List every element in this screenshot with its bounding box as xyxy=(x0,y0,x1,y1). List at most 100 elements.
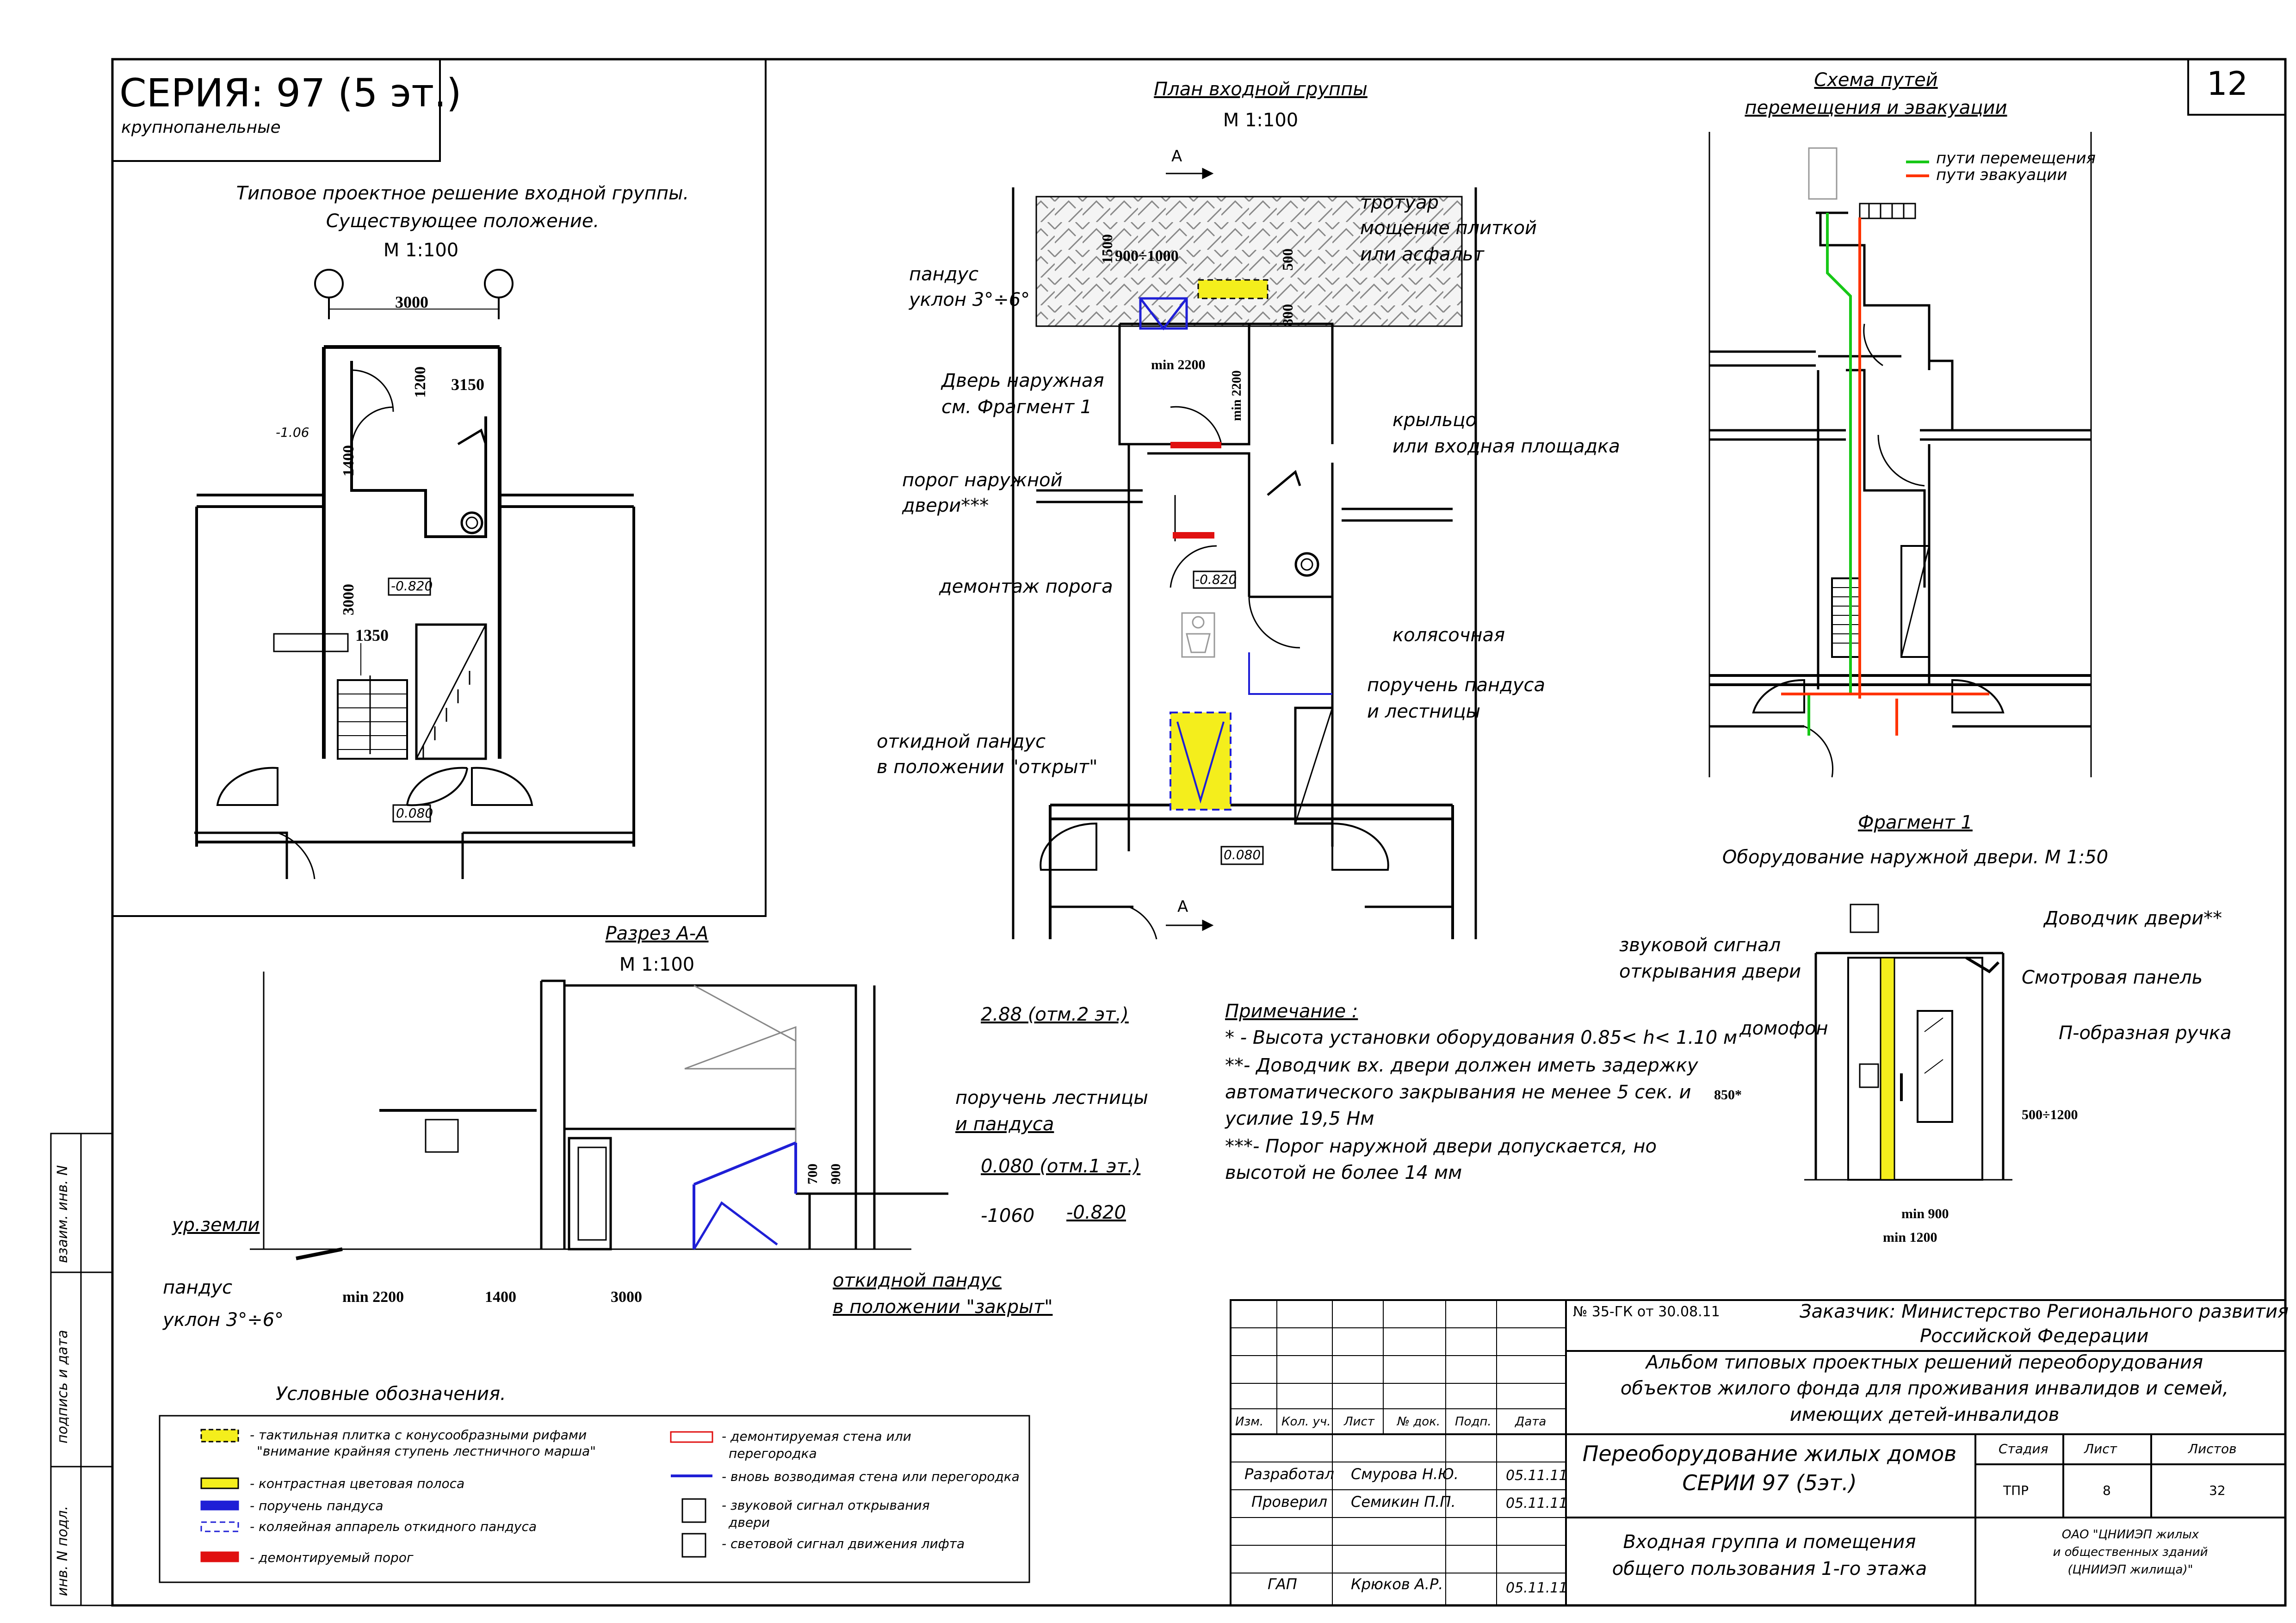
stamp-hdr: Дата xyxy=(1515,1415,1547,1429)
legend-item: - тактильная плитка с конусообразными ри… xyxy=(250,1427,587,1443)
section-fold-2: в положении "закрыт" xyxy=(833,1296,1053,1318)
side-instead: взаим. инв. N xyxy=(55,1165,71,1263)
section-scale: М 1:100 xyxy=(619,954,695,975)
plan-dim-800: 800 xyxy=(1279,304,1296,326)
existing-dim-1350: 1350 xyxy=(355,626,389,644)
existing-elev-0080: 0.080 xyxy=(396,805,433,821)
fragment-handle: П-образная ручка xyxy=(2059,1022,2232,1044)
stamp-album-3: имеющих детей-инвалидов xyxy=(1789,1404,2060,1425)
legend-item: перегородка xyxy=(729,1446,817,1461)
stamp-lists-header: Листов xyxy=(2188,1441,2237,1456)
note-1: * - Высота установки оборудования 0.85< … xyxy=(1225,1027,1738,1048)
plan-handrail-2: и лестницы xyxy=(1367,701,1481,722)
stamp-name-gap: Крюков А.Р. xyxy=(1351,1575,1443,1593)
evac-legend-evac: пути эвакуации xyxy=(1936,166,2067,184)
stamp-role-gap: ГАП xyxy=(1268,1575,1297,1593)
existing-dim-3150: 3150 xyxy=(451,375,484,394)
plan-dim-500: 500 xyxy=(1279,248,1296,271)
existing-dim-3000: 3000 xyxy=(395,293,428,311)
section-ramp-2: уклон 3°÷6° xyxy=(163,1309,284,1331)
stamp-customer-2: Российской Федерации xyxy=(1920,1326,2149,1347)
stamp-album-1: Альбом типовых проектных решений переобо… xyxy=(1646,1352,2203,1373)
stamp-hdr: Лист xyxy=(1344,1415,1374,1429)
fragment-dim-min900: min 900 xyxy=(1901,1206,1949,1221)
stamp-hdr: Изм. xyxy=(1235,1415,1264,1429)
existing-plan xyxy=(194,269,635,880)
entrance-plan xyxy=(1012,167,1477,940)
evac-paths xyxy=(1781,161,1989,736)
legend-item: - коляейная аппарель откидного пандуса xyxy=(250,1519,537,1534)
series-title-box xyxy=(111,58,441,162)
plan-dim-1500: 1500 xyxy=(1099,234,1115,264)
stamp-date-checker: 05.11.11 xyxy=(1506,1495,1568,1511)
side-sign-date: подпись и дата xyxy=(55,1330,71,1443)
stamp-lists: 32 xyxy=(2209,1483,2226,1498)
section-dim-3000: 3000 xyxy=(611,1288,642,1306)
fragment-subtitle: Оборудование наружной двери. М 1:50 xyxy=(1722,847,2109,868)
section-aa xyxy=(250,972,948,1260)
notes-title: Примечание : xyxy=(1225,1001,1358,1022)
fragment-door xyxy=(1804,904,2012,1181)
stamp-org-2: и общественных зданий xyxy=(2053,1545,2208,1559)
fragment-intercom: домофон xyxy=(1739,1018,1828,1039)
section-elev-1060: -1060 xyxy=(981,1205,1035,1227)
evac-title-2: перемещения и эвакуации xyxy=(1745,97,2007,118)
stamp-hdr: Кол. уч. xyxy=(1281,1415,1331,1429)
existing-scale: М 1:100 xyxy=(383,240,459,261)
plan-section-mark-top: А xyxy=(1171,147,1182,166)
legend-item: - демонтируемый порог xyxy=(250,1550,414,1565)
stamp-org-3: (ЦНИИЭП жилища)" xyxy=(2067,1563,2193,1577)
plan-dim-min2200: min 2200 xyxy=(1151,357,1206,372)
section-dim-700: 700 xyxy=(805,1164,820,1184)
plan-sidewalk-1: тротуар xyxy=(1360,192,1439,213)
section-dim-min2200: min 2200 xyxy=(342,1288,404,1306)
fragment-sound-1: звуковой сигнал xyxy=(1619,935,1781,956)
legend-box xyxy=(159,1415,1030,1583)
plan-door-2: см. Фрагмент 1 xyxy=(941,396,1092,418)
existing-dim-3000-v: 3000 xyxy=(340,584,357,615)
plan-demolish: демонтаж порога xyxy=(939,576,1113,597)
stamp-stage: ТПР xyxy=(2003,1483,2029,1498)
series-subtitle: крупнопанельные xyxy=(121,118,281,137)
fragment-dim-850: 850* xyxy=(1714,1087,1742,1103)
stamp-album-2: объектов жилого фонда для проживания инв… xyxy=(1620,1378,2229,1399)
note-6: высотой не более 14 мм xyxy=(1225,1162,1462,1183)
legend-item: - контрастная цветовая полоса xyxy=(250,1476,465,1491)
plan-door-1: Дверь наружная xyxy=(941,370,1104,391)
note-2: **- Доводчик вх. двери должен иметь заде… xyxy=(1225,1055,1698,1076)
stamp-date-gap: 05.11.11 xyxy=(1506,1580,1568,1596)
stamp-date-developer: 05.11.11 xyxy=(1506,1468,1568,1484)
plan-stroller: колясочная xyxy=(1392,625,1505,646)
stamp-work-2: СЕРИИ 97 (5эт.) xyxy=(1682,1470,1857,1495)
plan-fold-2: в положении "открыт" xyxy=(877,756,1098,778)
fragment-sound-2: открывания двери xyxy=(1619,961,1801,982)
legend-item: "внимание крайняя ступень лестничного ма… xyxy=(257,1443,596,1459)
stamp-list-header: Лист xyxy=(2084,1441,2117,1456)
section-dim-1400: 1400 xyxy=(485,1288,516,1306)
plan-ramp-label-1: пандус xyxy=(909,264,979,285)
existing-title-2: Существующее положение. xyxy=(326,211,600,232)
demolished-threshold xyxy=(1170,442,1221,448)
section-elev-288: 2.88 (отм.2 эт.) xyxy=(981,1004,1129,1025)
legend-item: - вновь возводимая стена или перегородка xyxy=(722,1469,1020,1484)
stamp-name-developer: Смурова Н.Ю. xyxy=(1351,1465,1459,1483)
existing-dim-1200: 1200 xyxy=(412,366,429,398)
stamp-sheet-2: общего пользования 1-го этажа xyxy=(1612,1558,1927,1580)
stamp-role-checker: Проверил xyxy=(1251,1493,1328,1511)
plan-sidewalk-3: или асфальт xyxy=(1360,244,1484,265)
plan-elev-0080: 0.080 xyxy=(1224,847,1261,862)
stamp-org-1: ОАО "ЦНИИЭП жилых xyxy=(2061,1528,2199,1542)
plan-dim-900-1000: 900÷1000 xyxy=(1115,248,1179,265)
stamp-customer-1: Заказчик: Министерство Регионального раз… xyxy=(1800,1301,2289,1322)
sheet-number-box xyxy=(2187,58,2286,116)
fragment-dim-min1200: min 1200 xyxy=(1883,1230,1937,1245)
plan-threshold-1: порог наружной xyxy=(902,470,1063,491)
stamp-role-developer: Разработал xyxy=(1244,1465,1334,1483)
fragment-panel: Смотровая панель xyxy=(2022,967,2203,988)
fragment-closer: Доводчик двери** xyxy=(2044,908,2222,929)
existing-elev-0820: -0.820 xyxy=(391,578,433,594)
fragment-dim-500-1200: 500÷1200 xyxy=(2022,1107,2078,1122)
section-elev-0080: 0.080 (отм.1 эт.) xyxy=(981,1156,1141,1177)
plan-scale: М 1:100 xyxy=(1223,110,1299,131)
